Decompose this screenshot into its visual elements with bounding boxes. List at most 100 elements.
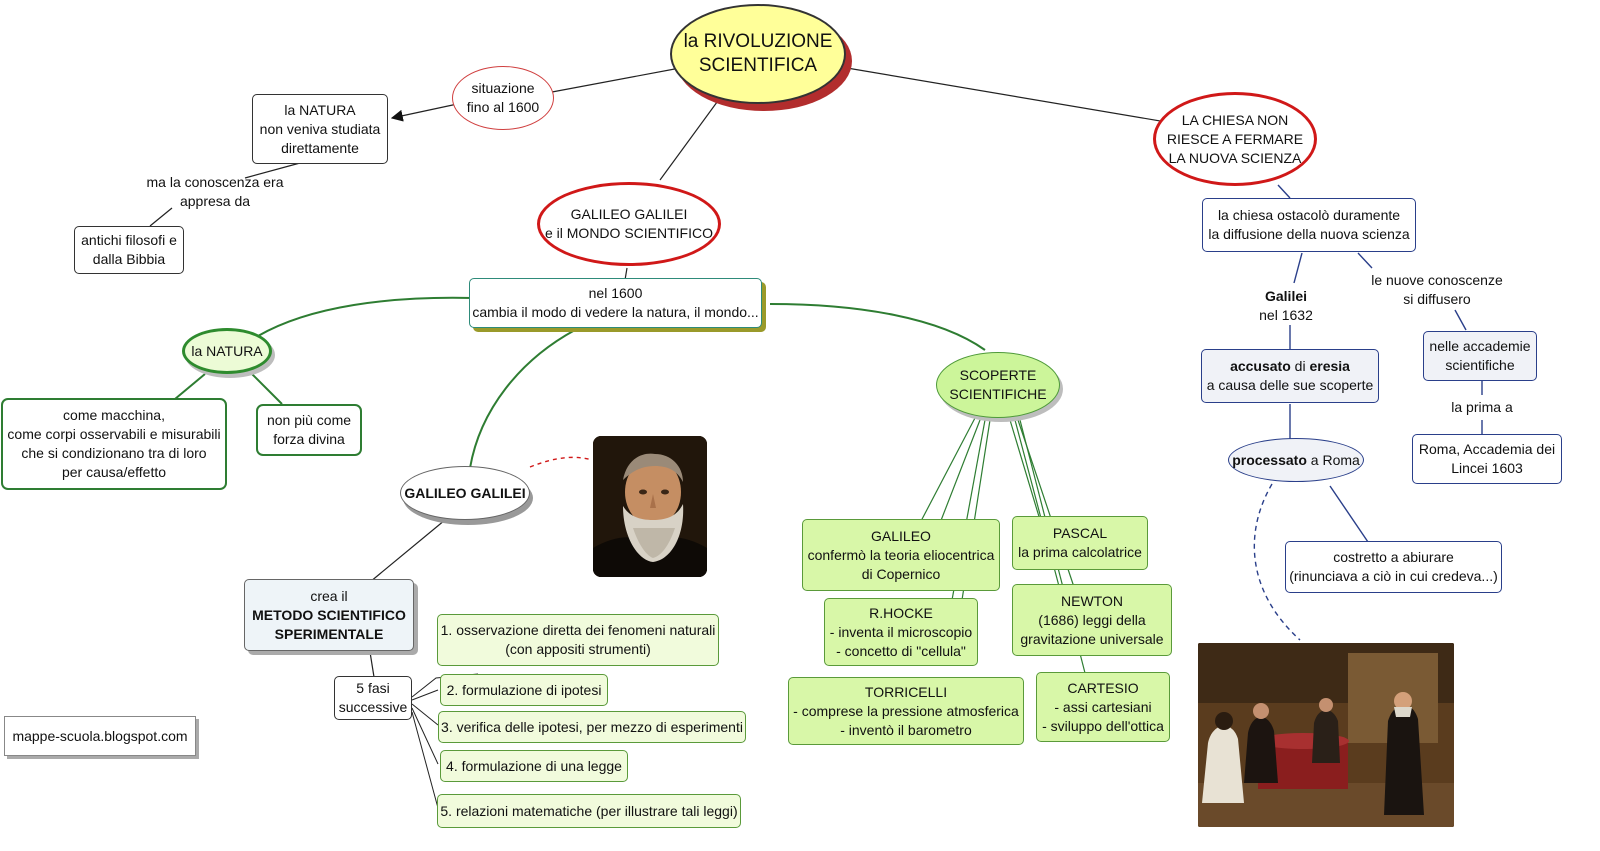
phase-node[interactable]: 5. relazioni matematiche (per illustrare… xyxy=(437,794,741,828)
scoperte-node[interactable]: SCOPERTE SCIENTIFICHE xyxy=(936,352,1060,418)
node-text: che si condizionano tra di loro xyxy=(21,445,207,461)
accademie-node[interactable]: nelle accademie scientifiche xyxy=(1423,331,1537,381)
node-text: LA NUOVA SCIENZA xyxy=(1168,149,1302,166)
node-text: antichi filosofi e xyxy=(81,232,177,248)
label-text: le nuove conoscenze xyxy=(1371,272,1503,288)
edge-chiesa-ostacolo xyxy=(1277,184,1291,199)
edge-metodo-fasi xyxy=(369,651,375,678)
phase-node[interactable]: 3. verifica delle ipotesi, per mezzo di … xyxy=(438,711,746,743)
edge-ostacolo-galilei xyxy=(1293,252,1303,284)
non-piu-node[interactable]: non più come forza divina xyxy=(256,404,362,456)
label-text: nel 1632 xyxy=(1259,307,1313,323)
accusato-node[interactable]: accusato di eresia a causa delle sue sco… xyxy=(1201,349,1379,403)
title-node[interactable]: la RIVOLUZIONE SCIENTIFICA xyxy=(670,4,846,104)
galilei-label: Galilei nel 1632 xyxy=(1250,287,1322,325)
processato-node[interactable]: processato a Roma xyxy=(1228,438,1364,482)
node-text: successive xyxy=(338,699,408,715)
node-text: fino al 1600 xyxy=(466,99,540,115)
edge-processato-painting xyxy=(1253,483,1301,641)
phase-node[interactable]: 1. osservazione diretta dei fenomeni nat… xyxy=(437,614,719,666)
node-text: PASCAL xyxy=(1052,525,1108,541)
processato-line: processato a Roma xyxy=(1232,451,1360,470)
node-text: la prima calcolatrice xyxy=(1018,544,1142,560)
situazione-node[interactable]: situazione fino al 1600 xyxy=(452,66,554,130)
node-text: - comprese la pressione atmosferica xyxy=(793,702,1019,719)
label-text: appresa da xyxy=(179,193,251,209)
edge-galileooval-metodo xyxy=(369,519,446,583)
node-text: (1686) leggi della xyxy=(1038,611,1146,628)
node-text: Lincei 1603 xyxy=(1451,460,1523,476)
node-text: forza divina xyxy=(273,431,345,447)
discovery-cartesio-node[interactable]: CARTESIO - assi cartesiani - sviluppo de… xyxy=(1036,672,1170,742)
node-text: Roma, Accademia dei xyxy=(1418,441,1556,457)
antichi-node[interactable]: antichi filosofi e dalla Bibbia xyxy=(74,226,184,274)
node-text: GALILEO xyxy=(871,527,931,544)
node-text: scientifiche xyxy=(1445,357,1515,373)
node-text: - inventa il microscopio xyxy=(829,623,973,640)
discovery-newton-node[interactable]: NEWTON (1686) leggi della gravitazione u… xyxy=(1012,584,1172,656)
node-text: confermò la teoria eliocentrica xyxy=(807,546,995,563)
node-text: non veniva studiata xyxy=(259,120,381,137)
node-text: GALILEO GALILEI xyxy=(404,484,526,501)
node-text: SCOPERTE xyxy=(959,367,1037,383)
node-text: e il MONDO SCIENTIFICO xyxy=(544,225,713,241)
node-text: la NATURA xyxy=(284,101,356,118)
label-text: ma la conoscenza era xyxy=(146,174,284,190)
node-text: gravitazione universale xyxy=(1020,630,1164,647)
node-text: costretto a abiurare xyxy=(1333,549,1454,565)
node-text: 2. formulazione di ipotesi xyxy=(446,681,602,698)
node-text: NEWTON xyxy=(1061,592,1123,609)
phase-node[interactable]: 4. formulazione di una legge xyxy=(440,750,628,782)
discovery-torricelli-node[interactable]: TORRICELLI - comprese la pressione atmos… xyxy=(788,677,1024,745)
edge-natura-nonpiu xyxy=(251,373,283,405)
macchina-node[interactable]: come macchina, come corpi osservabili e … xyxy=(1,398,227,490)
edge-nel1600-scoperte xyxy=(769,303,986,351)
edge-ostacolo-conoscenze xyxy=(1357,252,1373,269)
metodo-node[interactable]: crea il METODO SCIENTIFICO SPERIMENTALE xyxy=(244,579,414,651)
portrait-of-galileo xyxy=(593,436,707,577)
galileo-mondo-node[interactable]: GALILEO GALILEI e il MONDO SCIENTIFICO xyxy=(537,182,721,266)
phase-node[interactable]: 2. formulazione di ipotesi xyxy=(440,674,608,706)
edge-conoscenze-accademie xyxy=(1454,309,1467,331)
node-text: SPERIMENTALE xyxy=(274,625,384,642)
fasi-node[interactable]: 5 fasi successive xyxy=(334,676,412,720)
node-text: SCIENTIFICHE xyxy=(949,386,1047,402)
edge-title-chiesa xyxy=(846,67,1179,125)
node-text: 5. relazioni matematiche (per illustrare… xyxy=(440,802,738,819)
label-text: Galilei xyxy=(1264,288,1308,304)
node-text: la chiesa ostacolò duramente xyxy=(1217,207,1401,223)
discovery-galileo-node[interactable]: GALILEO confermò la teoria eliocentrica … xyxy=(802,519,1000,591)
node-text: TORRICELLI xyxy=(864,683,948,700)
node-text: - concetto di "cellula" xyxy=(836,642,966,659)
title-line: la RIVOLUZIONE xyxy=(683,31,833,52)
node-text: a Roma xyxy=(1306,451,1360,468)
node-text: 1. osservazione diretta dei fenomeni nat… xyxy=(440,622,716,638)
natura-oval-node[interactable]: la NATURA xyxy=(182,328,272,374)
abiurare-node[interactable]: costretto a abiurare (rinunciava a ciò i… xyxy=(1285,541,1502,593)
lincei-node[interactable]: Roma, Accademia dei Lincei 1603 xyxy=(1412,434,1562,484)
node-text: cambia il modo di vedere la natura, il m… xyxy=(472,304,759,320)
label-text: si diffusero xyxy=(1403,291,1471,307)
node-text: accusato xyxy=(1230,358,1291,374)
discovery-pascal-node[interactable]: PASCAL la prima calcolatrice xyxy=(1012,516,1148,570)
galileo-oval-node[interactable]: GALILEO GALILEI xyxy=(400,466,530,520)
natura-top-node[interactable]: la NATURA non veniva studiata direttamen… xyxy=(252,94,388,164)
node-text: RIESCE A FERMARE xyxy=(1166,130,1304,147)
chiesa-node[interactable]: LA CHIESA NON RIESCE A FERMARE LA NUOVA … xyxy=(1153,92,1317,186)
portrait-image xyxy=(593,436,707,577)
node-text: LA CHIESA NON xyxy=(1181,111,1289,128)
node-text: processato xyxy=(1232,451,1307,468)
node-text: GALILEO GALILEI xyxy=(570,206,688,222)
edge-situazione-natura xyxy=(390,102,463,122)
ostacolo-node[interactable]: la chiesa ostacolò duramente la diffusio… xyxy=(1202,198,1416,252)
node-text: la diffusione della nuova scienza xyxy=(1208,226,1410,242)
painting-of-galileo-trial xyxy=(1198,643,1454,827)
node-text: (con appositi strumenti) xyxy=(505,641,651,657)
edge-galileooval-portrait xyxy=(529,456,593,468)
node-text: direttamente xyxy=(281,139,359,156)
discovery-hocke-node[interactable]: R.HOCKE - inventa il microscopio - conce… xyxy=(824,598,978,666)
edge-processato-abiurare xyxy=(1329,485,1369,543)
node-text: (rinunciava a ciò in cui credeva...) xyxy=(1289,568,1498,584)
node-text: 5 fasi xyxy=(356,680,390,696)
nel1600-node[interactable]: nel 1600 cambia il modo di vedere la nat… xyxy=(469,278,762,328)
